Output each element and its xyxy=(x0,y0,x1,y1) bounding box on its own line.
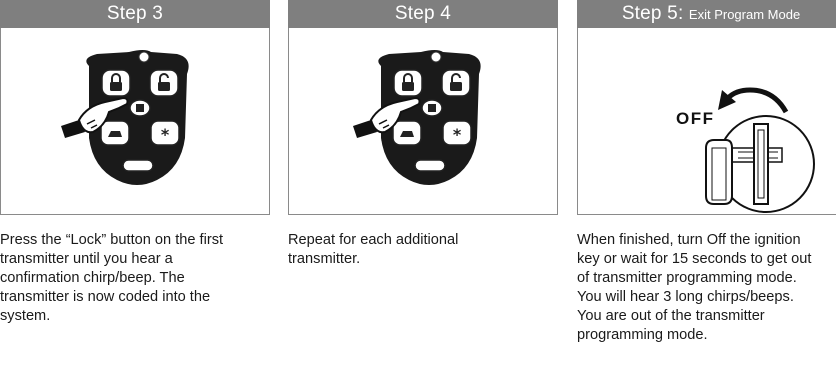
step-5-header: Step 5: Exit Program Mode xyxy=(577,0,836,28)
trunk-icon xyxy=(393,121,421,145)
step-3-description: Press the “Lock” button on the first tra… xyxy=(0,231,270,326)
trunk-icon xyxy=(101,121,129,145)
step-4-description: Repeat for each additional transmitter. xyxy=(288,231,558,269)
step-5-illustration: OFF xyxy=(577,28,836,215)
off-label: OFF xyxy=(676,109,715,128)
step-4-header: Step 4 xyxy=(288,0,558,28)
step-5-description: When finished, turn Off the ignition key… xyxy=(577,231,836,345)
lock-icon xyxy=(102,70,130,96)
unlock-icon xyxy=(150,70,178,96)
step-3-panel: Step 3 xyxy=(0,0,270,326)
step-5-panel: Step 5: Exit Program Mode OFF When finis… xyxy=(577,0,836,345)
lock-icon xyxy=(394,70,422,96)
curved-arrow-icon xyxy=(718,90,786,112)
step-5-header-sub: Exit Program Mode xyxy=(689,7,800,22)
step-3-header: Step 3 xyxy=(0,0,270,28)
svg-text:*: * xyxy=(453,125,462,144)
step-3-illustration: * xyxy=(0,28,270,215)
star-icon: * xyxy=(443,121,471,145)
step-4-illustration: * xyxy=(288,28,558,215)
step-5-header-main: Step 5: xyxy=(622,3,684,24)
star-icon: * xyxy=(151,121,179,145)
step-4-panel: Step 4 xyxy=(288,0,558,269)
unlock-icon xyxy=(442,70,470,96)
ignition-key-icon xyxy=(706,116,814,212)
svg-text:*: * xyxy=(161,125,170,144)
